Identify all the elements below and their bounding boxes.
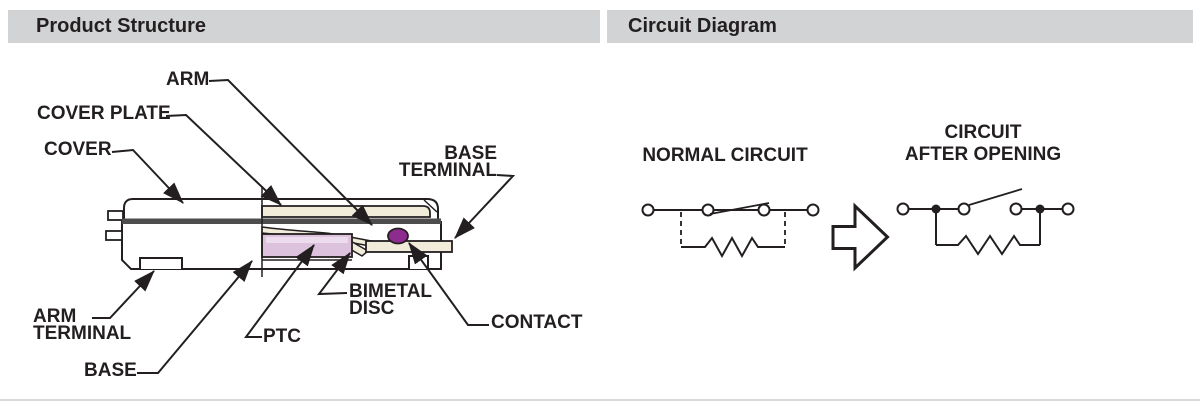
cover-plate-label: COVER PLATE [37,103,171,124]
contact-dot [387,227,409,245]
contact-leader [408,242,489,326]
cover-end-chamfer [423,199,438,213]
cover-plate-leader [165,113,282,206]
ptc-highlight [266,237,348,243]
arm-terminal-tab-lower [105,230,123,241]
arm-terminal-label-line1: ARM [33,306,77,327]
after-junction-dot-left [931,204,941,214]
base-bottom-notch-left [139,257,183,269]
base-terminal-leader [454,174,516,239]
base-terminal-strip [365,240,453,253]
after-resistor [936,234,1040,256]
base-terminal-label-line1: BASE [444,143,497,164]
bimetal-disc-label-line1: BIMETAL [349,281,433,302]
contact-label: CONTACT [491,312,583,333]
arm-terminal-leader [92,270,155,319]
ptc-label: PTC [263,326,301,347]
cover-label: COVER [44,139,112,160]
normal-circuit-drawing [641,202,820,259]
after-switch-contact-right [1009,202,1023,216]
after-switch-pivot [957,202,971,216]
circuit-after-opening-label: CIRCUIT AFTER OPENING [883,122,1083,166]
bimetal-disc-leader [316,252,351,296]
ptc-leader [244,244,315,338]
product-structure-header: Product Structure [8,10,600,43]
transition-arrow-icon [831,202,890,272]
normal-resistor [681,235,785,259]
arm-strip [261,205,431,218]
arm-terminal-tab-upper [107,210,124,221]
after-terminal-right [1061,202,1075,216]
base-label: BASE [84,360,137,381]
product-structure-drawing [105,186,453,277]
arm-label: ARM [166,69,210,90]
normal-switch-contact-left [701,203,715,217]
after-junction-dot-right [1035,204,1045,214]
normal-circuit-label: NORMAL CIRCUIT [642,145,808,166]
base-terminal-label: BASE TERMINAL [297,143,497,181]
cover-leader [111,148,184,204]
arm-terminal-label: ARM TERMINAL [33,306,132,344]
arm-leader [208,78,373,226]
base-leader [137,260,253,374]
bottom-divider [0,399,1200,401]
circuit-diagram-title: Circuit Diagram [628,15,777,37]
arm-terminal-label-line2: TERMINAL [33,323,132,344]
base-terminal-label-line2: TERMINAL [398,160,497,181]
circuit-after-opening-label-line2: AFTER OPENING [904,144,1062,165]
circuit-diagram-header: Circuit Diagram [607,10,1193,43]
normal-switch-contact-right [757,203,771,217]
normal-terminal-left [641,203,655,217]
normal-switch-blade [709,202,770,215]
circuit-after-opening-label-line1: CIRCUIT [944,122,1022,143]
after-switch-blade-open [968,188,1023,206]
normal-terminal-right [806,203,820,217]
callout-leaders [92,78,516,374]
cover-plate-bar [122,218,441,224]
product-structure-title: Product Structure [36,15,207,37]
after-terminal-left [896,202,910,216]
bimetal-disc-label: BIMETAL DISC [349,281,433,319]
after-circuit-drawing [896,188,1075,256]
bimetal-disc-label-line2: DISC [349,298,395,319]
